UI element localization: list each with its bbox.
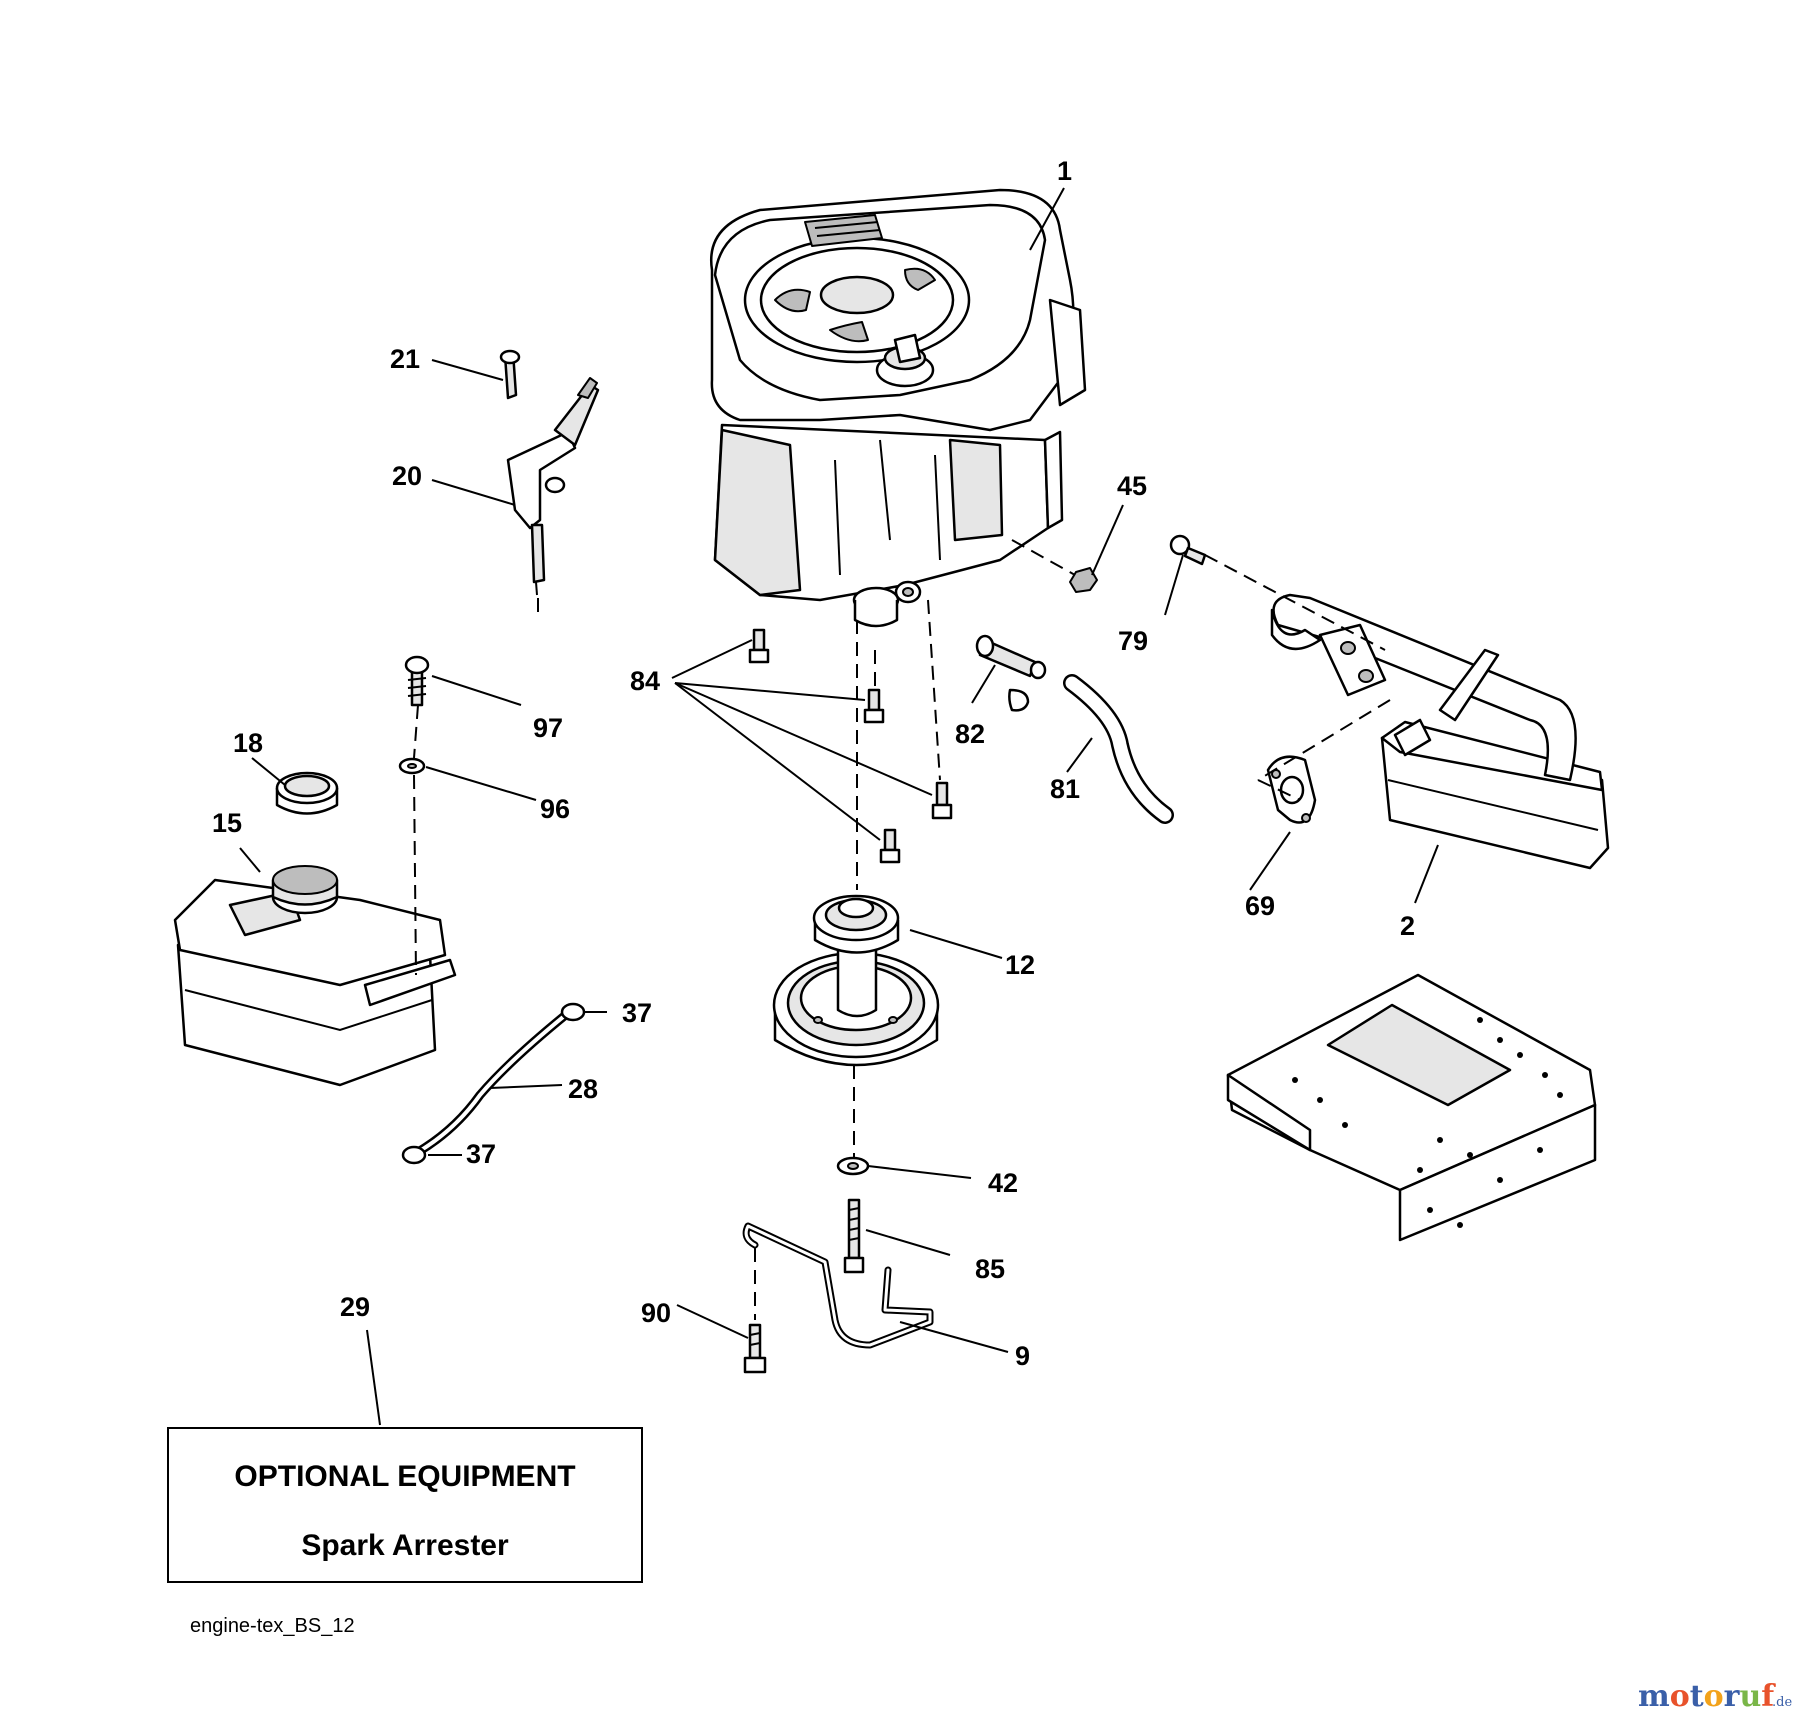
callout-37-top: 37 bbox=[622, 998, 652, 1028]
callout-45: 45 bbox=[1117, 471, 1147, 501]
optional-equipment-title: OPTIONAL EQUIPMENT bbox=[234, 1460, 575, 1493]
callout-81: 81 bbox=[1050, 774, 1080, 804]
exhaust-gasket bbox=[1266, 755, 1317, 824]
callout-69: 69 bbox=[1245, 891, 1275, 921]
watermark-logo: motoruf .de bbox=[1638, 1679, 1792, 1714]
callout-82: 82 bbox=[955, 719, 985, 749]
optional-equipment-box: OPTIONAL EQUIPMENT Spark Arrester bbox=[167, 1427, 643, 1583]
callout-20: 20 bbox=[392, 461, 422, 491]
callout-29: 29 bbox=[340, 1292, 370, 1322]
engine bbox=[709, 188, 1087, 628]
bolt-85 bbox=[843, 1198, 865, 1274]
nut-45 bbox=[1069, 567, 1098, 593]
callout-21: 21 bbox=[390, 344, 420, 374]
washer-42 bbox=[836, 1156, 870, 1176]
callout-97: 97 bbox=[533, 713, 563, 743]
muffler bbox=[1270, 593, 1610, 870]
callout-85: 85 bbox=[975, 1254, 1005, 1284]
optional-equipment-item: Spark Arrester bbox=[301, 1529, 509, 1562]
callout-9: 9 bbox=[1015, 1341, 1030, 1371]
callout-79: 79 bbox=[1118, 626, 1148, 656]
fuel-line bbox=[401, 1002, 586, 1165]
svg-text:motoruf: motoruf bbox=[1638, 1679, 1776, 1714]
leader-lines bbox=[239, 187, 1439, 1426]
oil-drain bbox=[975, 634, 1174, 824]
callout-84: 84 bbox=[630, 666, 660, 696]
fuel-cap bbox=[275, 771, 339, 815]
pulley bbox=[772, 894, 940, 1067]
bolt-90 bbox=[743, 1323, 767, 1374]
callout-28: 28 bbox=[568, 1074, 598, 1104]
callout-15: 15 bbox=[212, 808, 242, 838]
diagram-filename: engine-tex_BS_12 bbox=[190, 1615, 355, 1637]
callout-18: 18 bbox=[233, 728, 263, 758]
callout-labels: 1 2 9 12 15 18 20 21 28 29 37 37 42 45 6… bbox=[212, 156, 1415, 1371]
callout-1: 1 bbox=[1057, 156, 1072, 186]
fuel-tank bbox=[173, 865, 457, 1087]
callout-96: 96 bbox=[540, 794, 570, 824]
callout-2: 2 bbox=[1400, 911, 1415, 941]
callout-37-bottom: 37 bbox=[466, 1139, 496, 1169]
belt-guide bbox=[742, 1222, 934, 1349]
svg-text:.de: .de bbox=[1772, 1695, 1792, 1710]
callout-12: 12 bbox=[1005, 950, 1035, 980]
bolt-79 bbox=[1169, 534, 1207, 566]
assembly-lines bbox=[413, 539, 1391, 1320]
throttle-control bbox=[499, 349, 600, 596]
engine-mount-plate bbox=[1226, 973, 1597, 1242]
mounting-bolts bbox=[748, 628, 953, 864]
tank-bolt bbox=[398, 655, 430, 775]
callout-90: 90 bbox=[641, 1298, 671, 1328]
callout-42: 42 bbox=[988, 1168, 1018, 1198]
